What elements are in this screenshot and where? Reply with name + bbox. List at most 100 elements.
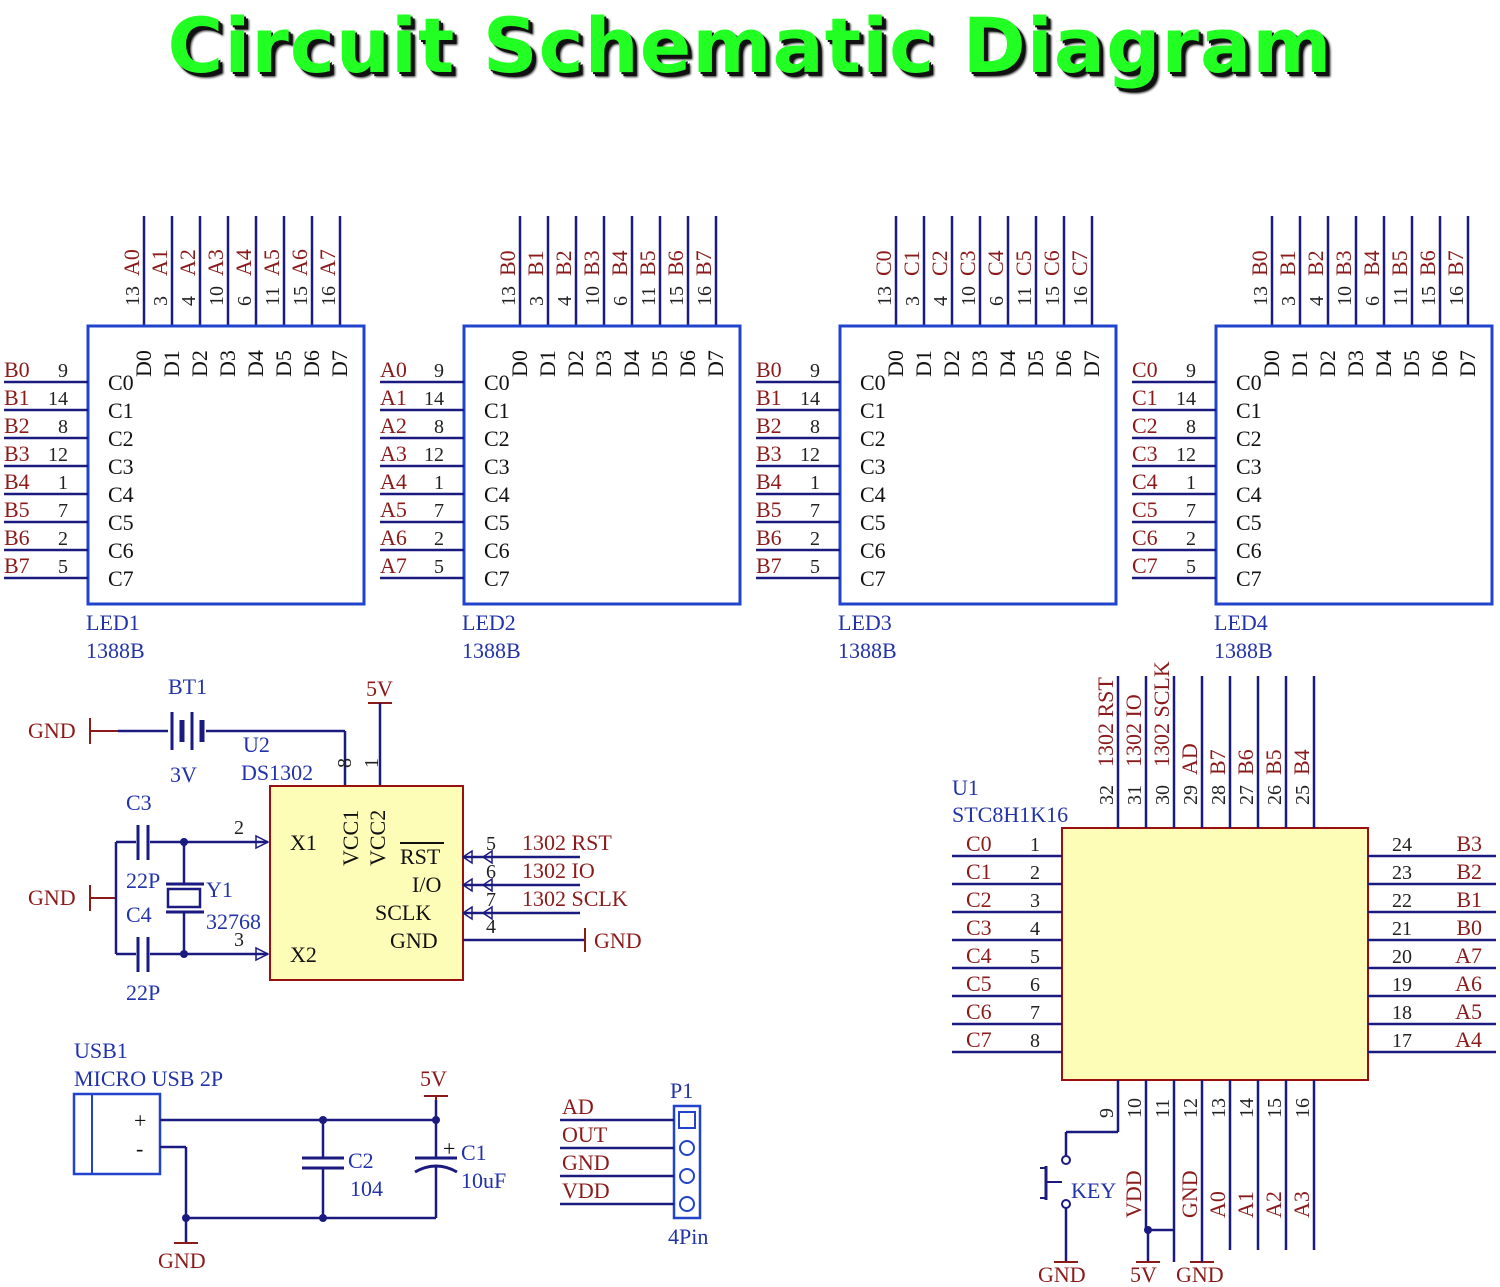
led-left-name: C4: [108, 482, 134, 507]
led-top-net: B3: [1331, 250, 1356, 276]
mcu-top-pin-number: 26: [1264, 785, 1286, 805]
led-left-name: C3: [108, 454, 134, 479]
mcu-left-net: C2: [966, 887, 992, 912]
led-top-name: D5: [271, 350, 296, 377]
usb-section: USB1 MICRO USB 2P + - + C2 104 C1 10uF 5…: [72, 1038, 506, 1273]
led-top-name: D0: [131, 350, 156, 377]
led-top-pin-number: 3: [526, 296, 548, 306]
led-top-name: D1: [159, 350, 184, 377]
mcu-bottom-net: VDD: [1121, 1170, 1146, 1218]
led-top-net: B6: [663, 250, 688, 276]
led-top-pin-number: 10: [582, 286, 604, 306]
mcu-right-net: B2: [1456, 859, 1482, 884]
led-top-name: D3: [967, 350, 992, 377]
c2-ref: C2: [348, 1148, 374, 1173]
mcu-bottom-pin-number: 10: [1124, 1098, 1146, 1118]
led-top-net: A5: [259, 249, 284, 276]
p1-net-vdd: VDD: [562, 1178, 610, 1203]
led-top-name: D2: [187, 350, 212, 377]
rtc-gnd-battery-label: GND: [28, 718, 76, 743]
led-top-pin-number: 4: [1306, 296, 1328, 306]
led-top-name: D3: [215, 350, 240, 377]
led-left-net: A0: [380, 357, 407, 382]
led-left-net: C4: [1132, 469, 1158, 494]
led-left-net: B0: [756, 357, 782, 382]
mcu-left-net: C0: [966, 831, 992, 856]
led-left-net: B5: [756, 497, 782, 522]
led-top-name: D4: [1371, 350, 1396, 377]
mcu-left-pin-number: 7: [1030, 1002, 1040, 1024]
led-left-name: C1: [484, 398, 510, 423]
rtc-5v-label: 5V: [366, 676, 393, 701]
mcu-left-net: C3: [966, 915, 992, 940]
x2-pin: X2: [290, 942, 317, 967]
led-left-net: B6: [756, 525, 782, 550]
led-left-pin-number: 5: [434, 556, 444, 578]
led-top-pin-number: 11: [1390, 287, 1412, 306]
mcu-top-pin-number: 28: [1208, 785, 1230, 805]
p1-value: 4Pin: [668, 1224, 708, 1249]
mcu-right-pin-number: 21: [1392, 918, 1412, 940]
led-top-pin-number: 3: [902, 296, 924, 306]
mcu-bottom-net: A3: [1289, 1191, 1314, 1218]
led-left-pin-number: 2: [434, 528, 444, 550]
mcu-right-pin-number: 22: [1392, 890, 1412, 912]
mcu-top-net: 1302 RST: [1093, 677, 1118, 767]
led-top-net: A4: [231, 249, 256, 276]
usb-gnd-label: GND: [158, 1248, 206, 1273]
led-left-net: B5: [4, 497, 30, 522]
mcu-top-net: B4: [1289, 749, 1314, 775]
led-top-name: D3: [1343, 350, 1368, 377]
led-left-pin-number: 1: [58, 472, 68, 494]
led-top-name: D4: [619, 350, 644, 377]
led-top-pin-number: 16: [1446, 286, 1468, 306]
led-top-name: D0: [1259, 350, 1284, 377]
rst-pin: RST: [400, 844, 441, 869]
mcu-bottom-pin-number: 14: [1236, 1098, 1258, 1118]
led-top-pin-number: 15: [1042, 286, 1064, 306]
mcu-right-net: B3: [1456, 831, 1482, 856]
led-left-name: C5: [484, 510, 510, 535]
led-left-net: A4: [380, 469, 407, 494]
led-top-name: D6: [1427, 350, 1452, 377]
led-left-net: A5: [380, 497, 407, 522]
led-top-pin-number: 10: [1334, 286, 1356, 306]
mcu-bottom-pin-number: 16: [1292, 1098, 1314, 1118]
led-top-pin-number: 13: [498, 286, 520, 306]
led-left-net: C3: [1132, 441, 1158, 466]
led-top-net: B3: [579, 250, 604, 276]
stc8h1k16-chip: [1061, 827, 1369, 1081]
led-left-pin-number: 8: [434, 416, 444, 438]
led-top-net: B4: [607, 250, 632, 276]
led-left-net: B2: [4, 413, 30, 438]
mcu-left-pin-number: 1: [1030, 834, 1040, 856]
mcu-top-pin-number: 32: [1096, 785, 1118, 805]
led-left-pin-number: 12: [800, 444, 820, 466]
led-part: 1388B: [838, 638, 897, 663]
led-top-pin-number: 16: [694, 286, 716, 306]
led-top-net: A6: [287, 249, 312, 276]
svg-text:1: 1: [361, 758, 383, 768]
svg-text:2: 2: [234, 817, 244, 839]
led-left-net: B2: [756, 413, 782, 438]
c1-ref: C1: [461, 1140, 487, 1165]
led-left-net: C2: [1132, 413, 1158, 438]
led-left-name: C6: [860, 538, 886, 563]
mcu-right-pin-number: 17: [1392, 1030, 1412, 1052]
led-top-pin-number: 3: [1278, 296, 1300, 306]
svg-text:6: 6: [486, 861, 496, 883]
led-top-name: D7: [703, 350, 728, 377]
led-left-pin-number: 2: [58, 528, 68, 550]
led-left-pin-number: 14: [800, 388, 820, 410]
led-left-name: C7: [1236, 566, 1262, 591]
led-top-net: B0: [495, 250, 520, 276]
led-matrix-box: [1214, 324, 1494, 606]
usb-plus: +: [134, 1108, 146, 1133]
led-left-pin-number: 5: [1186, 556, 1196, 578]
led-top-name: D5: [1023, 350, 1048, 377]
led-top-pin-number: 11: [638, 287, 660, 306]
led-top-net: B0: [1247, 250, 1272, 276]
led-top-name: D1: [535, 350, 560, 377]
